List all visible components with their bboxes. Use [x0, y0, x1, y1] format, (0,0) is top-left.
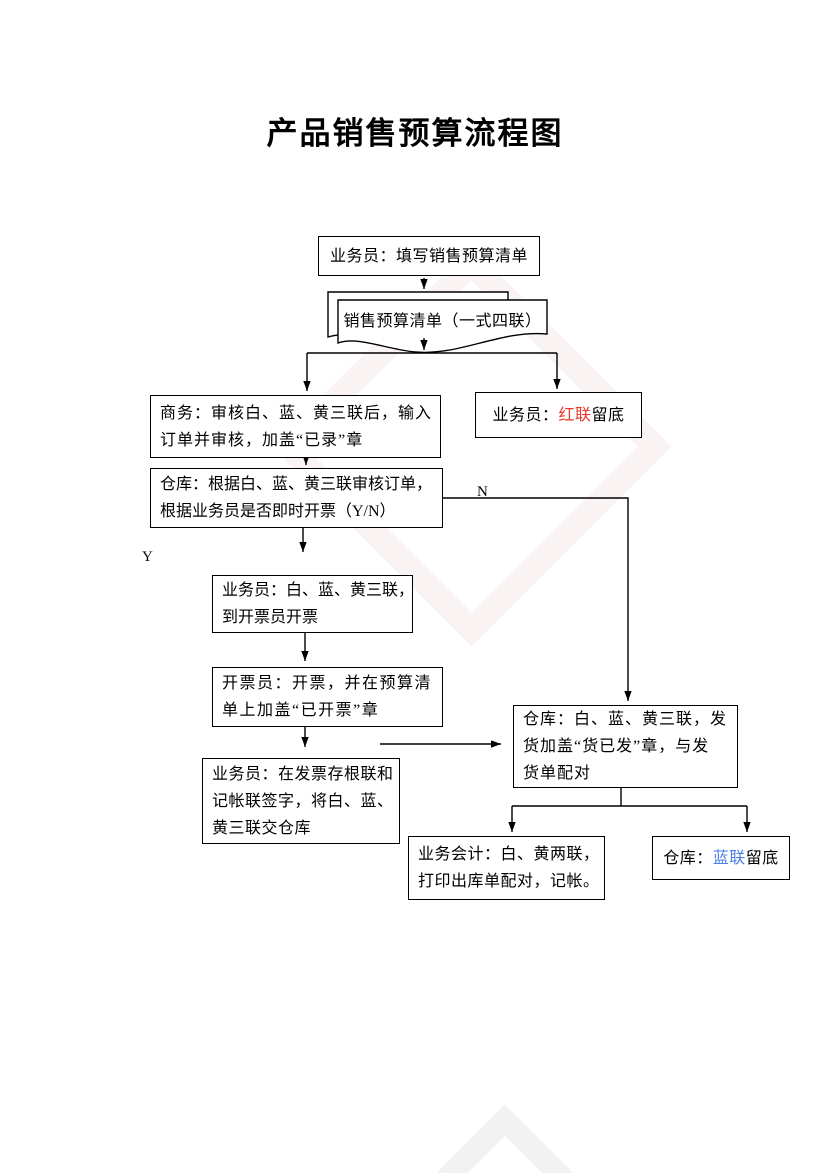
- node-kuaiji: 业务会计：白、黄两联， 打印出库单配对，记帐。: [408, 836, 605, 900]
- node-yewuyuan-sign-line3: 黄三联交仓库: [212, 819, 312, 837]
- branch-label-no: N: [477, 484, 488, 500]
- node-yewuyuan-kaipiao-line1: 业务员：白、蓝、黄三联，: [222, 582, 415, 599]
- node-cangku-check-line2: 根据业务员是否即时开票（Y/N）: [160, 503, 396, 520]
- node-lanlian-suffix: 留底: [745, 849, 779, 867]
- node-cangku-check: 仓库：根据白、蓝、黄三联审核订单， 根据业务员是否即时开票（Y/N）: [150, 468, 443, 528]
- node-shangwu-line1: 商务：审核白、蓝、黄三联后，输入: [160, 404, 433, 422]
- node-lanlian-keep: 仓库：蓝联留底: [652, 836, 790, 880]
- node-yewuyuan-sign: 业务员：在发票存根联和 记帐联签字，将白、蓝、 黄三联交仓库: [202, 758, 400, 844]
- node-kaipiaoyuan-line1: 开票员：开票，并在预算清: [222, 675, 433, 692]
- node-honglian-suffix: 留底: [591, 406, 625, 424]
- node-yewuyuan-kaipiao: 业务员：白、蓝、黄三联， 到开票员开票: [212, 575, 415, 633]
- arrow-n-branch: [441, 497, 632, 701]
- branch-label-yes: Y: [142, 549, 153, 565]
- node-kaipiaoyuan-line2: 单上加盖“已开票”章: [222, 702, 380, 719]
- node-lanlian-blue-text: 蓝联: [712, 849, 746, 867]
- node-yewuyuan-kaipiao-line2: 到开票员开票: [222, 609, 319, 626]
- node-cangku-fahuo-line3: 货单配对: [523, 765, 592, 782]
- node-cangku-fahuo-line2: 货加盖“货已发”章，与发: [523, 738, 710, 755]
- node-cangku-fahuo-line1: 仓库：白、蓝、黄三联，发: [523, 711, 728, 728]
- watermark: [332, 1104, 678, 1173]
- node-yewuyuan-sign-line2: 记帐联签字，将白、蓝、: [212, 792, 394, 810]
- node-start-text: 业务员：填写销售预算清单: [329, 247, 528, 265]
- node-yewuyuan-sign-line1: 业务员：在发票存根联和: [212, 765, 394, 783]
- node-start: 业务员：填写销售预算清单: [318, 236, 540, 276]
- node-lanlian-prefix: 仓库：: [663, 849, 713, 867]
- node-kuaiji-line1: 业务会计：白、黄两联，: [418, 846, 600, 863]
- node-kuaiji-line2: 打印出库单配对，记帐。: [418, 873, 600, 890]
- node-cangku-fahuo: 仓库：白、蓝、黄三联，发 货加盖“货已发”章，与发 货单配对: [513, 705, 738, 788]
- node-honglian-prefix: 业务员：: [492, 406, 559, 424]
- node-kaipiaoyuan: 开票员：开票，并在预算清 单上加盖“已开票”章: [212, 667, 443, 727]
- page-title: 产品销售预算流程图: [266, 116, 564, 151]
- node-shangwu-review: 商务：审核白、蓝、黄三联后，输入 订单并审核，加盖“已录”章: [150, 395, 441, 458]
- node-cangku-check-line1: 仓库：根据白、蓝、黄三联审核订单，: [160, 476, 433, 493]
- node-honglian-keep: 业务员：红联留底: [475, 392, 642, 438]
- node-document-label: 销售预算清单（一式四联）: [343, 313, 542, 330]
- node-shangwu-line2: 订单并审核，加盖“已录”章: [160, 431, 364, 449]
- node-honglian-red-text: 红联: [558, 406, 592, 424]
